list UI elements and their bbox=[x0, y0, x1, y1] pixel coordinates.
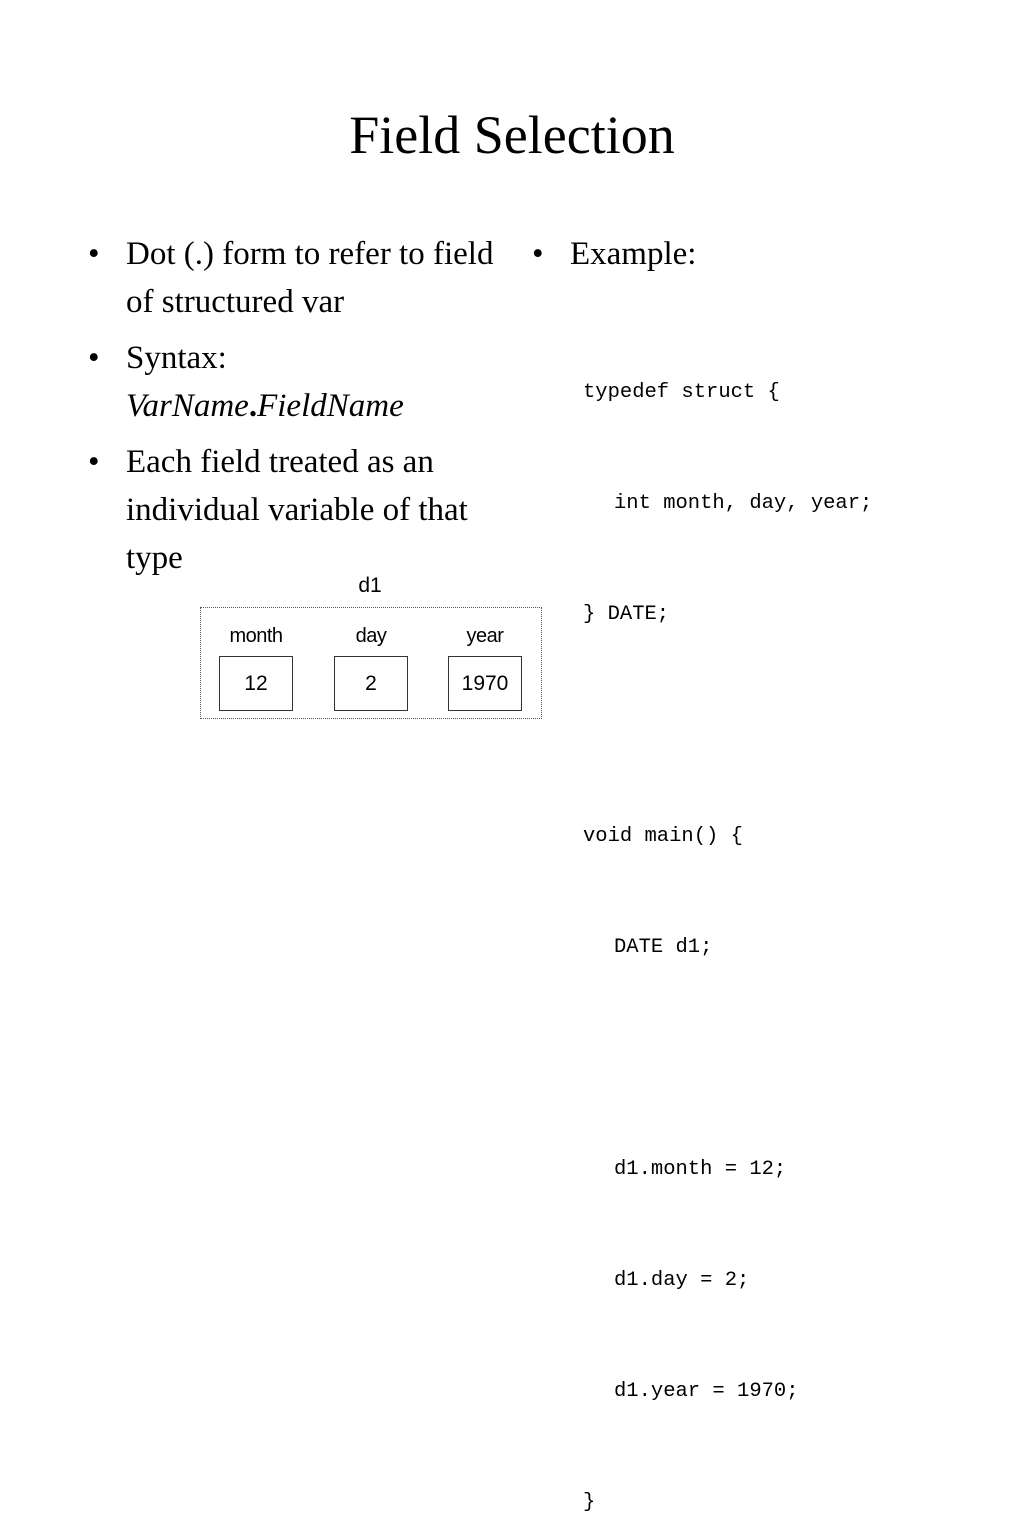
syntax-expression: VarName.FieldName bbox=[126, 388, 404, 424]
bullet-item-dot-form: • Dot (.) form to refer to field of stru… bbox=[88, 230, 508, 326]
syntax-dot: . bbox=[248, 388, 258, 424]
bullet-text: Example: bbox=[570, 236, 697, 272]
bullet-text: Dot (.) form to refer to field of struct… bbox=[126, 236, 494, 320]
struct-diagram: month 12 day 2 year 1970 bbox=[200, 607, 542, 719]
code-line: int month, day, year; bbox=[614, 492, 873, 515]
struct-field-year: year 1970 bbox=[445, 622, 525, 711]
code-example: typedef struct { int month, day, year; }… bbox=[583, 300, 872, 1536]
field-name: year bbox=[466, 625, 504, 647]
syntax-varname: VarName bbox=[126, 388, 249, 424]
bullet-icon: • bbox=[88, 236, 100, 272]
field-value-box: 1970 bbox=[448, 656, 522, 711]
field-name: month bbox=[229, 625, 283, 647]
field-value-box: 2 bbox=[334, 656, 408, 711]
struct-field-month: month 12 bbox=[216, 622, 296, 711]
struct-field-day: day 2 bbox=[331, 622, 411, 711]
code-line: d1.year = 1970; bbox=[614, 1380, 799, 1403]
field-name: day bbox=[355, 625, 387, 647]
left-bullet-list: • Dot (.) form to refer to field of stru… bbox=[88, 230, 508, 590]
code-line: void main() { bbox=[583, 825, 743, 848]
code-line-blank bbox=[583, 707, 872, 744]
bullet-icon: • bbox=[532, 236, 544, 272]
code-line: d1.month = 12; bbox=[614, 1158, 787, 1181]
right-bullet-list: • Example: bbox=[532, 230, 952, 286]
code-line: typedef struct { bbox=[583, 381, 780, 404]
syntax-fieldname: FieldName bbox=[257, 388, 404, 424]
code-line: } DATE; bbox=[583, 603, 670, 626]
bullet-item-individual-variable: • Each field treated as an individual va… bbox=[88, 438, 508, 582]
bullet-icon: • bbox=[88, 444, 100, 480]
code-line: DATE d1; bbox=[614, 936, 713, 959]
code-line-blank bbox=[583, 1040, 872, 1077]
code-line: } bbox=[583, 1491, 596, 1514]
bullet-text: Each field treated as an individual vari… bbox=[126, 444, 468, 576]
bullet-text: Syntax: bbox=[126, 340, 227, 376]
bullet-icon: • bbox=[88, 340, 100, 376]
diagram-variable-label: d1 bbox=[358, 574, 382, 597]
field-value-box: 12 bbox=[219, 656, 293, 711]
bullet-item-example: • Example: bbox=[532, 230, 952, 278]
bullet-item-syntax: • Syntax: VarName.FieldName bbox=[88, 334, 508, 430]
slide-title: Field Selection bbox=[349, 105, 675, 165]
code-line: d1.day = 2; bbox=[614, 1269, 750, 1292]
